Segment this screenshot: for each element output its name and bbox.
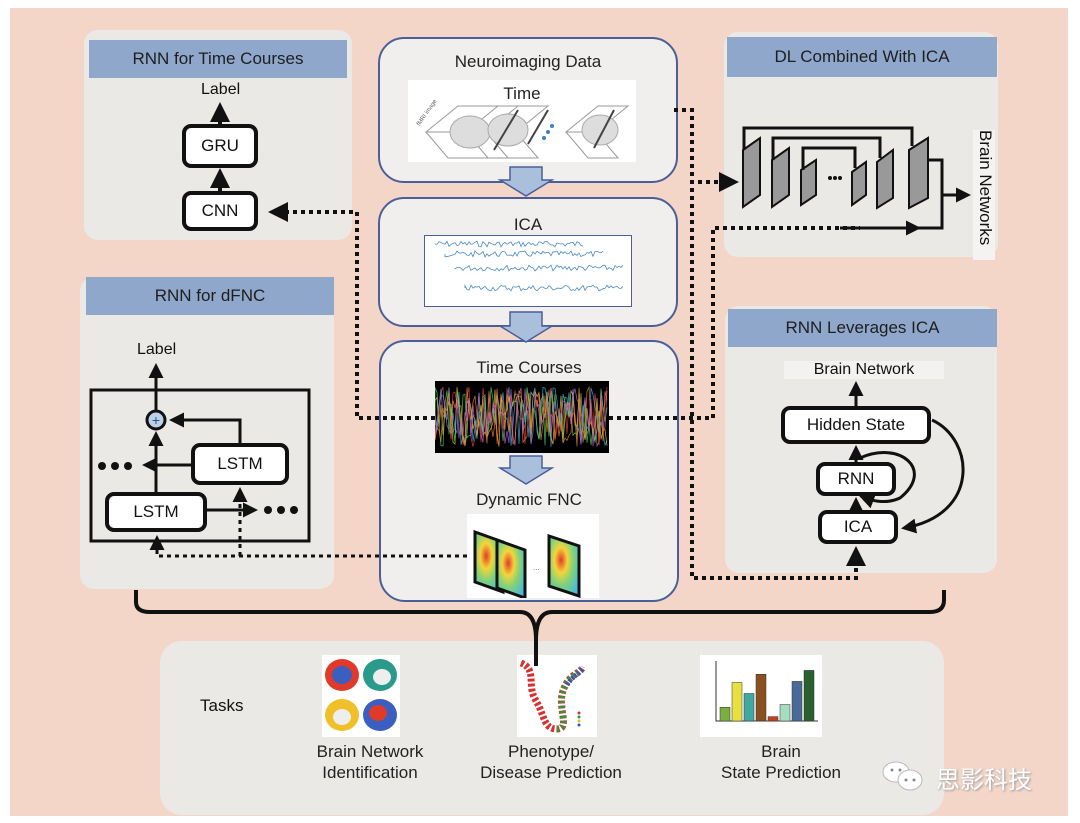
task-label-line2: Identification	[322, 763, 418, 782]
dotted-arrow-to-ica-node	[674, 108, 866, 580]
ica-signal-line	[454, 264, 624, 272]
panel-header-rnn-dfnc: RNN for dFNC	[86, 277, 334, 315]
label-brain-network: Brain Network	[784, 361, 944, 379]
down-arrow-icon	[497, 311, 555, 343]
skip-connections	[742, 126, 914, 170]
svg-text:+: +	[152, 412, 160, 428]
ica-signal-line	[464, 284, 624, 292]
dynamic-fnc-image: ...	[467, 514, 599, 601]
node-cnn: CNN	[182, 191, 258, 231]
dotted-arrow-dfnc-to-lstm-lower	[149, 535, 467, 558]
bar	[791, 681, 803, 722]
down-arrow-icon	[497, 166, 555, 197]
dotted-arrow-to-cnn	[268, 202, 435, 420]
wechat-icon	[880, 760, 930, 794]
ellipsis-right-icon	[264, 506, 298, 514]
panel-header-rnn-time-courses: RNN for Time Courses	[89, 40, 347, 78]
dotted-arrow-to-dl-network	[674, 108, 739, 192]
label-output: Label	[201, 81, 241, 98]
panel-rnn-dfnc	[80, 277, 334, 589]
task-label-line2: State Prediction	[720, 763, 841, 782]
time-course-line	[434, 387, 608, 447]
dotted-arrow-to-dl-skip	[609, 226, 860, 420]
cnn-layers-graphic	[742, 136, 929, 210]
ica-signal-line	[444, 250, 604, 258]
task-label-line1: Phenotype/	[507, 742, 594, 761]
ica-components-image	[424, 235, 632, 307]
node-ica: ICA	[818, 510, 898, 544]
task-brain-network-identification: Brain Network Identification	[300, 741, 440, 783]
fmri-volumes-graphic	[424, 105, 630, 159]
sum-node-icon	[145, 409, 167, 431]
time-course-line	[434, 386, 608, 447]
ica-signals-graphic	[434, 240, 624, 292]
label-brain-networks: Brain Networks	[973, 130, 995, 260]
step-title-ica: ICA	[513, 215, 543, 234]
node-rnn: RNN	[816, 462, 896, 496]
time-course-line	[434, 385, 608, 447]
ica-signal-line	[434, 240, 584, 248]
node-hidden-state: Hidden State	[781, 406, 931, 444]
brain-state-image	[700, 655, 822, 737]
step-title-dynamic-fnc: Dynamic FNC	[476, 490, 582, 509]
bar	[731, 682, 743, 722]
brain-state-bar-graphic	[715, 661, 818, 722]
phenotype-image	[517, 655, 597, 737]
node-lstm-upper: LSTM	[191, 443, 289, 485]
fmri-image: Time fMRI image	[408, 80, 636, 162]
down-arrow-icon	[497, 455, 555, 485]
arrow-lstm-upper-to-sum	[169, 412, 242, 443]
tasks-brace	[134, 590, 946, 666]
ellipsis-left-icon	[98, 462, 132, 470]
step-title-time-courses: Time Courses	[476, 358, 582, 377]
time-courses-image	[434, 381, 609, 453]
brain-network-image	[322, 655, 400, 737]
bar	[743, 693, 755, 722]
rnn-recurrent-loop	[859, 451, 916, 509]
tasks-label: Tasks	[200, 696, 244, 715]
svg-text:...: ...	[533, 563, 540, 572]
bar	[779, 704, 791, 722]
time-courses-graphic	[434, 385, 608, 448]
bar	[803, 670, 815, 722]
bar	[767, 716, 779, 722]
step-title-neuroimaging: Neuroimaging Data	[454, 52, 602, 71]
task-label-line1: Brain Network	[316, 742, 424, 761]
ellipsis-layers-icon	[828, 176, 842, 180]
lstm-frame	[89, 388, 311, 543]
task-brain-state-prediction: Brain State Prediction	[708, 741, 854, 783]
task-phenotype-disease-prediction: Phenotype/ Disease Prediction	[470, 741, 632, 783]
panel-header-rnn-leverages-ica: RNN Leverages ICA	[728, 309, 997, 347]
node-gru: GRU	[182, 124, 258, 168]
phenotype-scatter-graphic	[519, 659, 587, 733]
bar	[755, 674, 767, 722]
label-time: Time	[503, 84, 541, 103]
task-label-line2: Disease Prediction	[480, 763, 622, 782]
panel-header-dl-combined-ica: DL Combined With ICA	[727, 37, 997, 77]
watermark-text: 思影科技	[936, 767, 1032, 794]
dfnc-matrices-graphic: ...	[473, 529, 581, 601]
bar	[719, 707, 731, 722]
label-output-dfnc: Label	[137, 341, 177, 358]
node-lstm-lower: LSTM	[105, 492, 207, 532]
task-label-line1: Brain	[761, 742, 801, 761]
brain-maps-graphic	[325, 659, 397, 731]
arrow-hidden-to-ica	[901, 418, 965, 534]
